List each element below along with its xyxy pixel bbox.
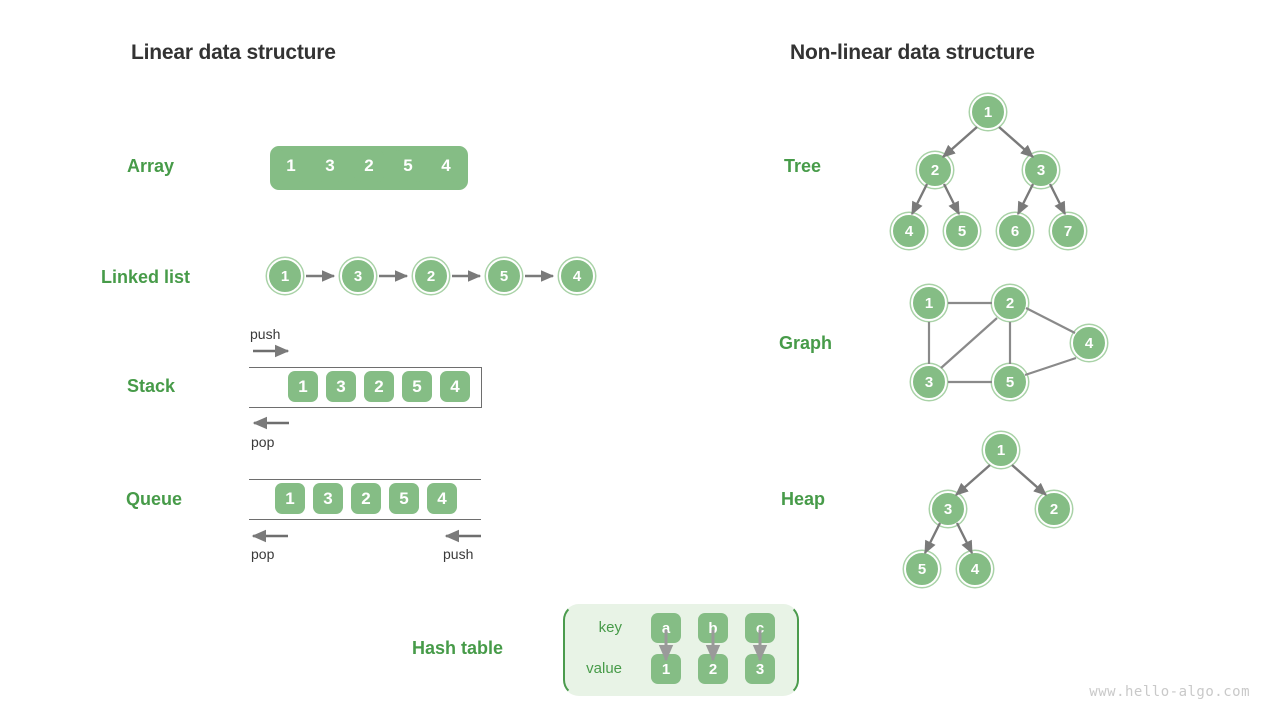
tree-node: 3 [1023,152,1059,188]
queue-cell: 5 [389,483,419,514]
array-cell: 5 [393,150,423,182]
heap-node: 5 [904,551,940,587]
tree-node: 1 [970,94,1006,130]
heap-node: 1 [983,432,1019,468]
tree-row-label: Tree [784,156,822,176]
heap-node: 2 [1036,491,1072,527]
graph-edges [927,301,1077,384]
heap-node: 4 [957,551,993,587]
queue-cell: 1 [275,483,305,514]
tree-node: 7 [1050,213,1086,249]
queue-cell: 3 [313,483,343,514]
linked-list-node: 4 [559,258,595,294]
hash-table-row-label: Hash table [412,638,504,658]
stack-cell: 1 [288,371,318,402]
array-cell: 2 [354,150,384,182]
hash-key-label: key [598,619,622,636]
stack-push-label: push [250,326,281,342]
linear-section-title: Linear data structure [131,41,336,64]
queue-push-label: push [443,546,474,562]
hash-table-arrows [658,630,768,662]
array-cell: 4 [432,150,460,182]
heap-row-label: Heap [781,489,826,509]
stack-row-label: Stack [127,376,176,396]
graph-node: 3 [911,364,947,400]
linked-list-node: 2 [413,258,449,294]
stack-cell: 5 [402,371,432,402]
watermark-url: www.hello-algo.com [1089,684,1250,700]
nonlinear-section-title: Non-linear data structure [790,41,1035,64]
linked-list-node: 3 [340,258,376,294]
graph-node: 5 [992,364,1028,400]
array-cell: 1 [276,150,306,182]
linked-list-node: 5 [486,258,522,294]
tree-node: 6 [997,213,1033,249]
tree-node: 2 [917,152,953,188]
hash-value-label: value [586,660,622,677]
tree-edges [910,126,1067,216]
stack-pop-label: pop [251,434,275,450]
graph-row-label: Graph [779,333,833,353]
graph-edge-2-3 [940,317,998,369]
array-cell: 3 [315,150,345,182]
queue-row-label: Queue [126,489,183,509]
graph-node: 4 [1071,325,1107,361]
linked-list-node: 1 [267,258,303,294]
graph-node: 1 [911,285,947,321]
stack-cell: 2 [364,371,394,402]
linked-list-row-label: Linked list [101,267,191,287]
graph-edge-2-4 [1025,307,1076,334]
queue-cell: 4 [427,483,457,514]
tree-node: 5 [944,213,980,249]
graph-node: 2 [992,285,1028,321]
queue-pop-label: pop [251,546,275,562]
stack-cell: 3 [326,371,356,402]
graph-edge-4-5 [1024,356,1077,377]
tree-node: 4 [891,213,927,249]
array-row-label: Array [127,156,175,176]
stack-operation-arrows [252,344,290,430]
heap-node: 3 [930,491,966,527]
heap-edges [923,464,1047,555]
stack-cell: 4 [440,371,470,402]
queue-cell: 2 [351,483,381,514]
